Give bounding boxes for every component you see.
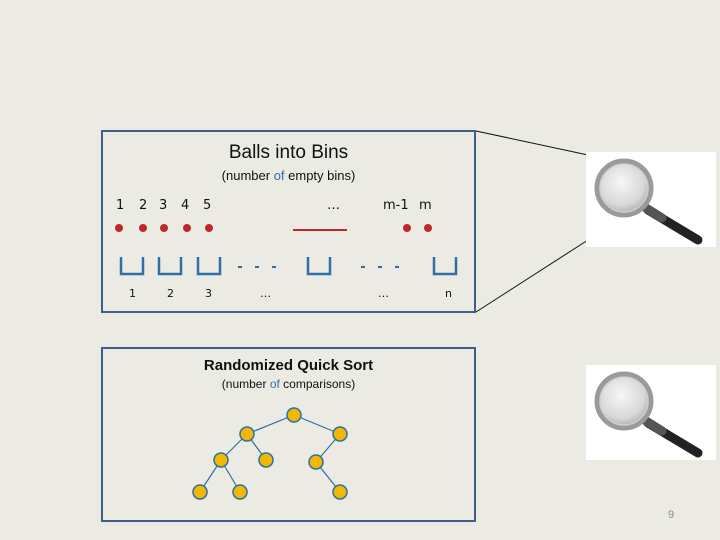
balls-into-bins-title: Balls into Bins xyxy=(228,142,349,163)
zoom-line-top xyxy=(475,130,589,156)
quick-sort-panel: Randomized Quick Sort (number of compari… xyxy=(101,347,476,522)
page-number: 9 xyxy=(668,509,675,521)
balls-group xyxy=(115,224,432,232)
ball-label: m xyxy=(419,198,432,213)
bin-label: 2 xyxy=(167,287,174,300)
tree-edge xyxy=(293,414,341,435)
bins-group xyxy=(119,257,458,276)
tree-node xyxy=(213,452,229,468)
tree-node xyxy=(192,484,208,500)
magnifying-glass-icon xyxy=(586,152,716,247)
bin xyxy=(157,257,183,276)
tree-node xyxy=(258,452,274,468)
bin xyxy=(119,257,145,276)
tree-nodes xyxy=(192,407,348,500)
balls-into-bins-subtitle: (number of empty bins) xyxy=(221,168,356,183)
quick-sort-title: Randomized Quick Sort xyxy=(203,357,374,374)
ball-label: … xyxy=(327,198,340,213)
bin xyxy=(432,257,458,276)
bin xyxy=(306,257,332,276)
tree-node xyxy=(332,484,348,500)
tree-node xyxy=(308,454,324,470)
quick-sort-subtitle: (number of comparisons) xyxy=(221,377,356,391)
bin-label: 1 xyxy=(129,287,136,300)
ball-label: 1 xyxy=(116,198,125,213)
bin-label: … xyxy=(260,287,271,300)
bin-label: n xyxy=(445,287,452,300)
ball-label: m-1 xyxy=(383,198,409,213)
ball xyxy=(205,224,213,232)
bin xyxy=(196,257,222,276)
ball-label: 3 xyxy=(159,198,168,213)
ball xyxy=(403,224,411,232)
tree-node xyxy=(232,484,248,500)
ball-label: 5 xyxy=(203,198,212,213)
tree-node xyxy=(239,426,255,442)
balls-into-bins-panel: Balls into Bins (number of empty bins) xyxy=(101,130,476,313)
ball xyxy=(160,224,168,232)
zoom-line-bottom xyxy=(475,239,589,313)
tree-node xyxy=(286,407,302,423)
tree-edge xyxy=(246,414,295,435)
magnifying-glass-icon xyxy=(586,365,716,460)
ball xyxy=(139,224,147,232)
ball xyxy=(183,224,191,232)
ball xyxy=(115,224,123,232)
bin-label: 3 xyxy=(205,287,212,300)
ball-label: 4 xyxy=(181,198,190,213)
ball-label: 2 xyxy=(139,198,148,213)
ball xyxy=(424,224,432,232)
tree-node xyxy=(332,426,348,442)
bin-label: … xyxy=(378,287,389,300)
